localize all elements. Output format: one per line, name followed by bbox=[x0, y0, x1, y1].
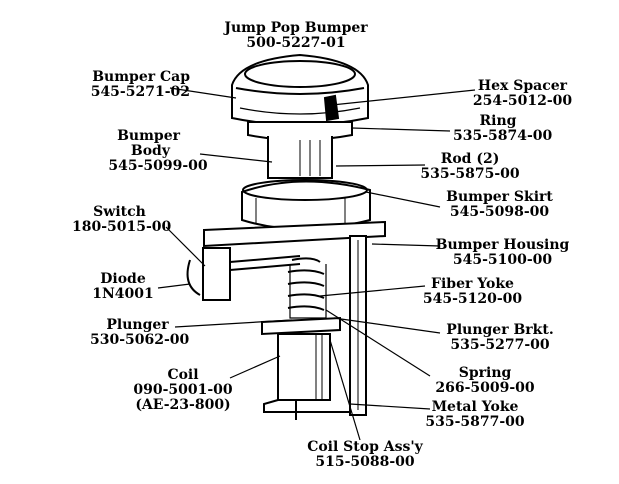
label-name-2: Body bbox=[130, 143, 170, 159]
label-part: 545-5099-00 bbox=[108, 158, 208, 174]
label-ring: Ring 535-5874-00 bbox=[453, 113, 553, 144]
label-plunger: Plunger 530-5062-00 bbox=[90, 317, 190, 348]
label-name: Switch bbox=[93, 204, 146, 220]
label-part: 535-5874-00 bbox=[453, 128, 553, 144]
label-name: Spring bbox=[458, 365, 512, 381]
title-part: 500-5227-01 bbox=[246, 35, 346, 51]
label-fiber-yoke: Fiber Yoke 545-5120-00 bbox=[420, 277, 525, 307]
coil-drawing bbox=[261, 316, 350, 420]
bumper-housing-drawing bbox=[203, 220, 386, 416]
label-part: 535-5875-00 bbox=[420, 166, 520, 182]
spring-drawing bbox=[287, 257, 327, 319]
label-name: Diode bbox=[100, 271, 146, 287]
label-part: 530-5062-00 bbox=[90, 332, 190, 348]
bumper-cap-drawing bbox=[231, 53, 369, 126]
label-name: Plunger bbox=[106, 317, 169, 333]
label-name: Bumper bbox=[117, 128, 180, 144]
label-metal-yoke: Metal Yoke 535-5877-00 bbox=[420, 400, 530, 430]
label-bumper-housing: Bumper Housing 545-5100-00 bbox=[430, 238, 575, 268]
label-name: Ring bbox=[479, 113, 517, 129]
label-sub: (AE-23-800) bbox=[135, 397, 231, 413]
label-bumper-cap: Bumper Cap 545-5271-02 bbox=[40, 70, 190, 100]
label-bumper-skirt: Bumper Skirt 545-5098-00 bbox=[437, 190, 562, 220]
label-name: Bumper Housing bbox=[435, 237, 570, 253]
label-part: 545-5098-00 bbox=[449, 204, 550, 220]
diagram-title: Jump Pop Bumper 500-5227-01 bbox=[196, 21, 396, 51]
label-part: 180-5015-00 bbox=[72, 219, 172, 235]
label-part: 1N4001 bbox=[92, 286, 154, 302]
label-part: 515-5088-00 bbox=[315, 454, 415, 470]
label-name: Rod (2) bbox=[440, 151, 500, 167]
label-name: Coil bbox=[167, 367, 199, 383]
label-part: 535-5277-00 bbox=[450, 337, 550, 353]
label-bumper-body: Bumper Body 545-5099-00 bbox=[88, 129, 228, 174]
label-name: Bumper Skirt bbox=[446, 189, 553, 205]
label-part: 254-5012-00 bbox=[472, 93, 573, 109]
label-name: Metal Yoke bbox=[431, 399, 519, 415]
label-part: 545-5271-02 bbox=[90, 84, 190, 100]
label-part: 545-5120-00 bbox=[422, 291, 523, 307]
label-part: 266-5009-00 bbox=[435, 380, 535, 396]
label-spring: Spring 266-5009-00 bbox=[425, 366, 545, 396]
label-hex-spacer: Hex Spacer 254-5012-00 bbox=[455, 79, 590, 109]
bumper-skirt-drawing bbox=[241, 179, 371, 230]
label-diode: Diode 1N4001 bbox=[88, 272, 158, 302]
label-rod: Rod (2) 535-5875-00 bbox=[420, 152, 520, 182]
leader-lines bbox=[157, 87, 476, 441]
label-part: 535-5877-00 bbox=[425, 414, 525, 430]
label-name: Hex Spacer bbox=[477, 78, 568, 94]
label-name: Plunger Brkt. bbox=[446, 322, 554, 338]
title-name: Jump Pop Bumper bbox=[224, 20, 368, 36]
label-name: Coil Stop Ass'y bbox=[307, 439, 423, 455]
label-part: 090-5001-00 bbox=[133, 382, 233, 398]
label-plunger-brkt: Plunger Brkt. 535-5277-00 bbox=[440, 323, 560, 353]
switch-drawing bbox=[186, 247, 301, 301]
label-name: Fiber Yoke bbox=[431, 276, 514, 292]
label-part: 545-5100-00 bbox=[452, 252, 553, 268]
label-coil: Coil 090-5001-00 (AE-23-800) bbox=[128, 368, 238, 413]
bumper-body-drawing bbox=[247, 121, 353, 179]
label-name: Bumper Cap bbox=[92, 69, 190, 85]
label-switch: Switch 180-5015-00 bbox=[72, 204, 172, 235]
label-coil-stop: Coil Stop Ass'y 515-5088-00 bbox=[300, 440, 430, 470]
